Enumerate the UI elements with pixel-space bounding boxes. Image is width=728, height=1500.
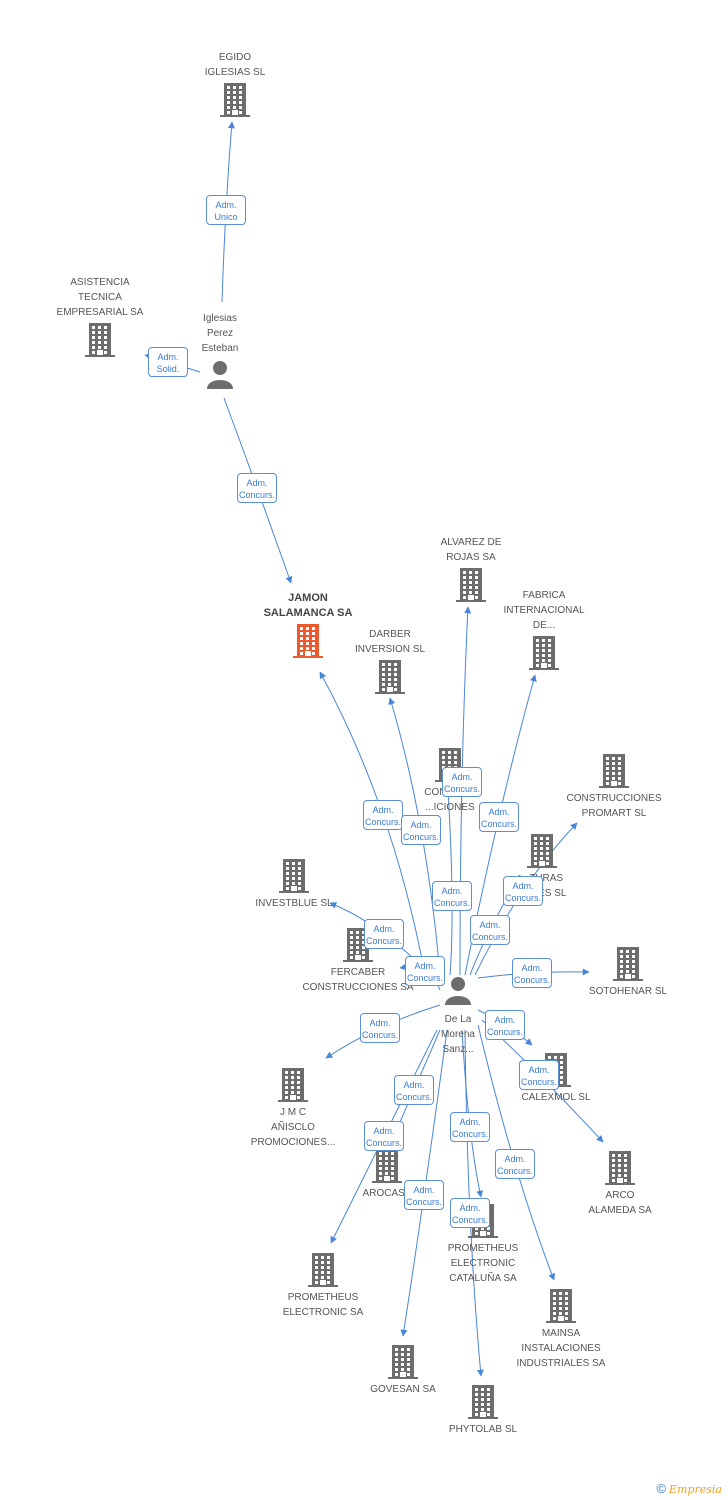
edge-badge-arocasa[interactable]: Adm. Concurs. bbox=[394, 1075, 434, 1105]
edge-badge-investblue[interactable]: Adm. Concurs. bbox=[364, 919, 404, 949]
edge-badge-alvarez[interactable]: Adm. Concurs. bbox=[442, 767, 482, 797]
node-label-fabrica[interactable]: FABRICA INTERNACIONAL DE... bbox=[469, 588, 619, 633]
edge-badge-darber[interactable]: Adm. Concurs. bbox=[401, 815, 441, 845]
node-label-text: De La Morena Sanz... bbox=[441, 1014, 475, 1055]
node-label-darber[interactable]: DARBER INVERSION SL bbox=[315, 627, 465, 657]
edge-badge-egido[interactable]: Adm. Unico bbox=[206, 195, 246, 225]
node-label-text: AROCASA bbox=[362, 1188, 412, 1199]
building-icon[interactable] bbox=[388, 1345, 418, 1384]
node-label-text: CONSTRUCCIONES PROMART SL bbox=[566, 793, 662, 819]
node-label-promart[interactable]: CONSTRUCCIONES PROMART SL bbox=[539, 791, 689, 821]
person-icon[interactable] bbox=[443, 975, 473, 1010]
edge-badge-mainsa[interactable]: Adm. Concurs. bbox=[495, 1149, 535, 1179]
building-icon[interactable] bbox=[599, 754, 629, 793]
edge-badge-phytolab[interactable]: Adm. Concurs. bbox=[450, 1198, 490, 1228]
brand-name: Empresia bbox=[669, 1483, 722, 1496]
edge-badge-promart[interactable]: Adm. Concurs. bbox=[503, 876, 543, 906]
node-label-investblue[interactable]: INVESTBLUE SL bbox=[219, 896, 369, 911]
edge-badge-govesan[interactable]: Adm. Concurs. bbox=[404, 1180, 444, 1210]
node-label-arocasa[interactable]: AROCASA bbox=[312, 1186, 462, 1201]
node-label-text: INVESTBLUE SL bbox=[255, 898, 333, 909]
edge-badge-arco[interactable]: Adm. Concurs. bbox=[519, 1060, 559, 1090]
node-label-prometheus_cat[interactable]: PROMETHEUS ELECTRONIC CATALUÑA SA bbox=[408, 1241, 558, 1286]
node-label-text: MAINSA INSTALACIONES INDUSTRIALES SA bbox=[516, 1328, 606, 1369]
building-icon[interactable] bbox=[293, 624, 323, 663]
building-icon[interactable] bbox=[468, 1385, 498, 1424]
building-icon[interactable] bbox=[375, 660, 405, 699]
node-label-arco[interactable]: ARCO ALAMEDA SA bbox=[545, 1188, 695, 1218]
building-icon[interactable] bbox=[278, 1068, 308, 1107]
building-icon[interactable] bbox=[220, 83, 250, 122]
edge-badge-prometheus_cat[interactable]: Adm. Concurs. bbox=[450, 1112, 490, 1142]
node-label-text: FABRICA INTERNACIONAL DE... bbox=[503, 590, 585, 631]
building-icon[interactable] bbox=[529, 636, 559, 675]
building-icon[interactable] bbox=[605, 1151, 635, 1190]
node-label-sotohenar[interactable]: SOTOHENAR SL bbox=[553, 984, 703, 999]
building-icon[interactable] bbox=[372, 1149, 402, 1188]
person-icon[interactable] bbox=[205, 359, 235, 394]
node-label-delamorena[interactable]: De La Morena Sanz... bbox=[383, 1012, 533, 1057]
building-icon[interactable] bbox=[308, 1253, 338, 1292]
node-label-text: DARBER INVERSION SL bbox=[354, 629, 426, 655]
node-label-asistencia[interactable]: ASISTENCIA TECNICA EMPRESARIAL SA bbox=[25, 275, 175, 320]
building-icon[interactable] bbox=[279, 859, 309, 898]
copyright-symbol: © bbox=[656, 1481, 666, 1496]
node-label-prometheus[interactable]: PROMETHEUS ELECTRONIC SA bbox=[248, 1290, 398, 1320]
node-label-govesan[interactable]: GOVESAN SA bbox=[328, 1382, 478, 1397]
node-label-text: CALEXMOL SL bbox=[521, 1092, 591, 1103]
node-label-phytolab[interactable]: PHYTOLAB SL bbox=[408, 1422, 558, 1437]
node-label-text: JAMON SALAMANCA SA bbox=[263, 592, 353, 619]
building-icon[interactable] bbox=[343, 928, 373, 967]
node-label-text: ARCO ALAMEDA SA bbox=[588, 1190, 652, 1216]
node-label-iglesias[interactable]: Iglesias Perez Esteban bbox=[145, 311, 295, 356]
edge-badge-calexmol[interactable]: Adm. Concurs. bbox=[485, 1010, 525, 1040]
node-label-calexmol[interactable]: CALEXMOL SL bbox=[481, 1090, 631, 1105]
node-label-alvarez[interactable]: ALVAREZ DE ROJAS SA bbox=[396, 535, 546, 565]
building-icon[interactable] bbox=[456, 568, 486, 607]
node-label-egido[interactable]: EGIDO IGLESIAS SL bbox=[160, 50, 310, 80]
node-label-mainsa[interactable]: MAINSA INSTALACIONES INDUSTRIALES SA bbox=[486, 1326, 636, 1371]
node-label-text: FERCABER CONSTRUCCIONES SA bbox=[302, 967, 414, 993]
footer-brand[interactable]: © Empresia bbox=[656, 1481, 722, 1496]
node-label-text: ALVAREZ DE ROJAS SA bbox=[440, 537, 502, 563]
node-label-text: J M C AÑISCLO PROMOCIONES... bbox=[250, 1107, 336, 1148]
building-icon[interactable] bbox=[546, 1289, 576, 1328]
edge-badge-turas[interactable]: Adm. Concurs. bbox=[470, 915, 510, 945]
edge-badge-fercaber[interactable]: Adm. Concurs. bbox=[405, 956, 445, 986]
node-label-text: SOTOHENAR SL bbox=[588, 986, 668, 997]
building-icon[interactable] bbox=[527, 834, 557, 873]
node-label-text: GOVESAN SA bbox=[370, 1384, 436, 1395]
node-label-text: ASISTENCIA TECNICA EMPRESARIAL SA bbox=[56, 277, 144, 318]
node-label-fercaber[interactable]: FERCABER CONSTRUCCIONES SA bbox=[283, 965, 433, 995]
edge-badge-sotohenar[interactable]: Adm. Concurs. bbox=[512, 958, 552, 988]
node-label-jmc[interactable]: J M C AÑISCLO PROMOCIONES... bbox=[218, 1105, 368, 1150]
building-icon[interactable] bbox=[613, 947, 643, 986]
edge-badge-construcciones_y[interactable]: Adm. Concurs. bbox=[432, 881, 472, 911]
edge-badge-jamon[interactable]: Adm. Concurs. bbox=[237, 473, 277, 503]
edge-badge-jamon[interactable]: Adm. Concurs. bbox=[363, 800, 403, 830]
node-label-text: Iglesias Perez Esteban bbox=[201, 313, 239, 354]
edge-badge-jmc[interactable]: Adm. Concurs. bbox=[360, 1013, 400, 1043]
edge-badge-fabrica[interactable]: Adm. Concurs. bbox=[479, 802, 519, 832]
node-label-text: PHYTOLAB SL bbox=[448, 1424, 518, 1435]
edge-badge-asistencia[interactable]: Adm. Solid. bbox=[148, 347, 188, 377]
edge-badge-prometheus[interactable]: Adm. Concurs. bbox=[364, 1121, 404, 1151]
node-label-text: PROMETHEUS ELECTRONIC CATALUÑA SA bbox=[447, 1243, 519, 1284]
building-icon[interactable] bbox=[85, 323, 115, 362]
node-label-jamon[interactable]: JAMON SALAMANCA SA bbox=[233, 591, 383, 621]
node-label-text: EGIDO IGLESIAS SL bbox=[204, 52, 266, 78]
node-label-text: PROMETHEUS ELECTRONIC SA bbox=[282, 1292, 364, 1318]
